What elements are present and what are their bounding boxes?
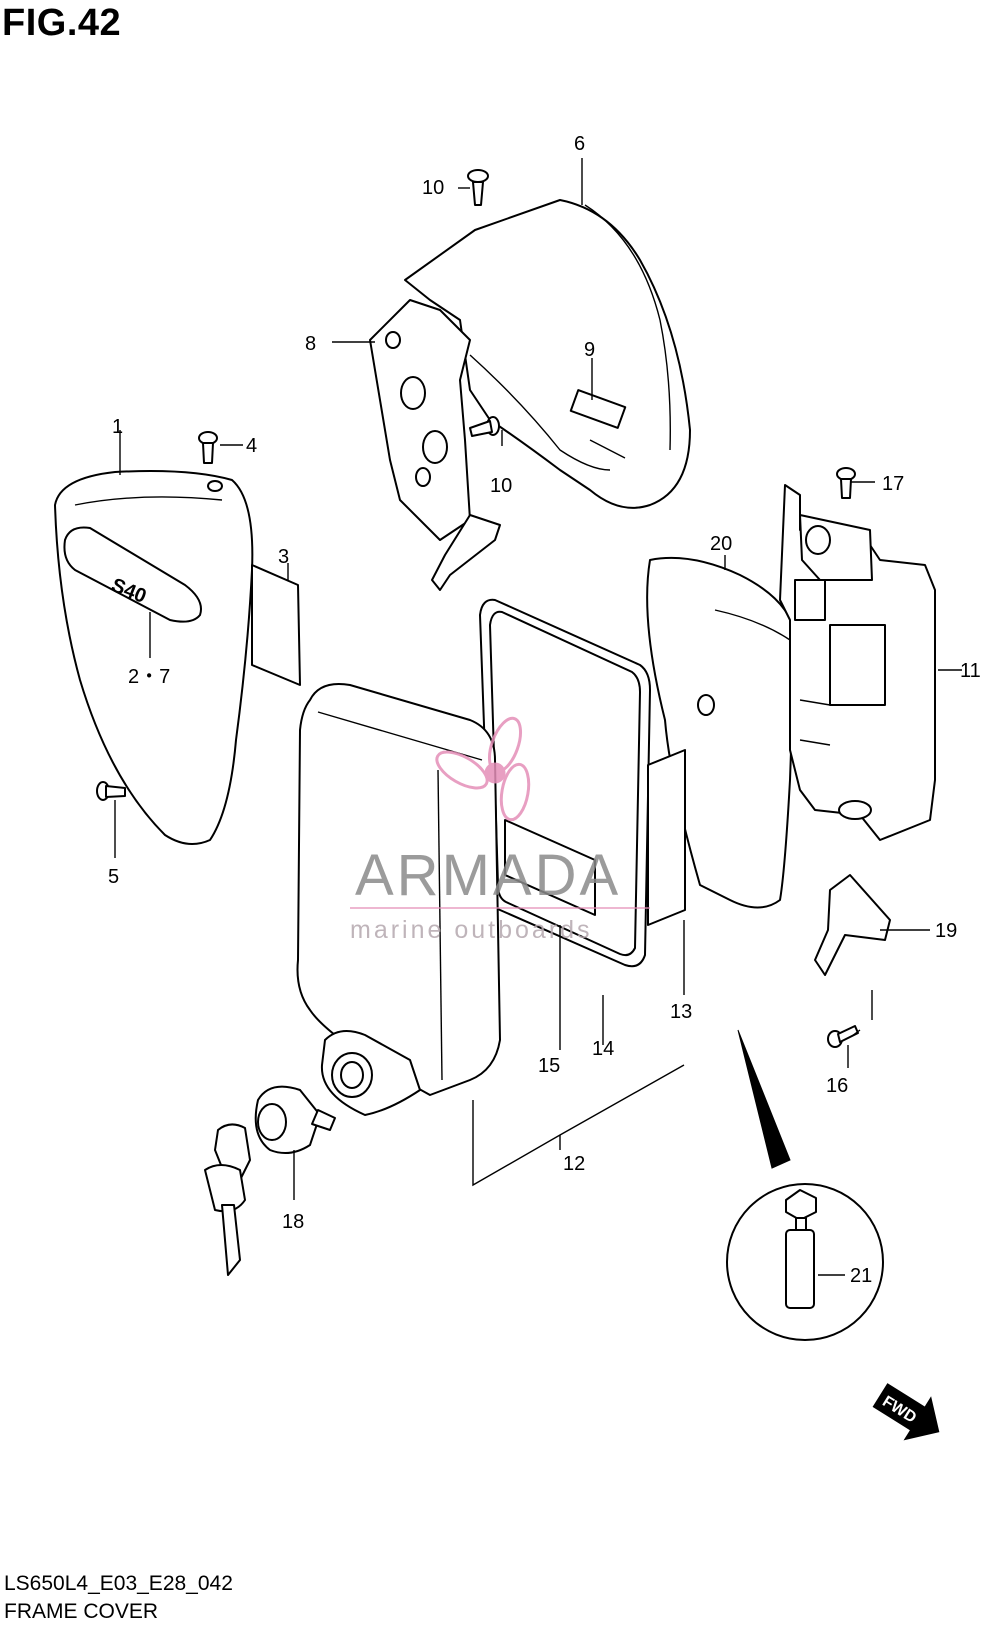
part-label-p4: 4 [246,435,257,457]
part-label-p19: 19 [935,920,957,942]
part-label-p1: 1 [112,416,123,438]
key-lock-part-18 [204,1085,336,1276]
side-cover-part-1: S40 [54,470,254,845]
part-label-p15: 15 [538,1055,560,1077]
part-label-p11: 11 [960,660,981,682]
fwd-arrow-icon: FWD [872,1383,940,1441]
pad-part-13 [647,749,686,926]
screw-part-5 [96,781,126,801]
rear-cover-part-6 [404,199,691,509]
leader-lines [114,158,962,1276]
clip-part-19 [814,874,891,976]
screw-part-4 [198,431,218,464]
part-label-p8: 8 [305,333,316,355]
screw-part-16 [827,1025,859,1048]
part-label-p21: 21 [850,1265,872,1287]
model-code: LS650L4_E03_E28_042 [4,1572,233,1595]
watermark-tagline: marine outboards [350,916,593,944]
figure-subtitle: FRAME COVER [4,1600,159,1623]
part-label-p10b: 10 [490,475,512,497]
part-label-p13: 13 [670,1001,692,1023]
watermark: ARMADA marine outboards [350,716,650,944]
part-label-p18: 18 [282,1211,304,1233]
bracket-part-8 [369,299,501,591]
part-label-p5: 5 [108,866,119,888]
pad-part-3 [251,564,301,686]
part-label-p17: 17 [882,473,904,495]
part-label-p2-7: 2・7 [128,666,170,688]
part-labels: 1 2・7 3 4 5 6 8 9 10 10 11 12 13 14 15 16 17 18 19 20 21 [108,133,981,1287]
part-label-p16: 16 [826,1075,848,1097]
watermark-brand: ARMADA [355,843,621,908]
part-label-p3: 3 [278,546,289,568]
detail-circle-part-21 [726,1029,884,1341]
propeller-logo-icon [435,716,531,822]
mounting-plate-part-11 [779,484,936,841]
part-label-p10a: 10 [422,177,444,199]
screw-part-10b [469,416,500,437]
tool-box-part-12 [296,683,596,1116]
part-label-p6: 6 [574,133,585,155]
screw-part-10a [467,169,489,206]
part-label-p20: 20 [710,533,732,555]
part-label-p12: 12 [563,1153,585,1175]
figure-title: FIG.42 [2,2,122,44]
screw-part-17 [836,467,856,499]
part-label-p9: 9 [584,339,595,361]
seal-part-14 [479,598,651,968]
part-label-p14: 14 [592,1038,614,1060]
